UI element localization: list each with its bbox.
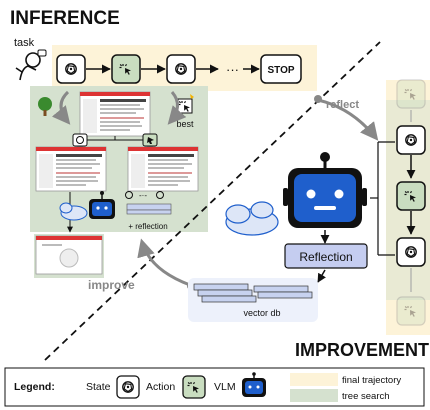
cloud-icon-large [225,201,279,236]
legend-vlm-icon [242,372,266,397]
reflection-note: + reflection [128,222,167,231]
legend-state-icon [116,375,140,399]
reflection-box: Reflection [284,243,368,269]
stop-node: STOP [260,54,302,84]
legend-tree-search-swatch [290,389,338,402]
task-label: task [14,37,35,49]
user-icon [15,49,47,81]
improve-label: improve [88,278,135,292]
legend-action-icon [182,375,206,399]
action-node-faded-top [396,79,426,109]
inference-title: INFERENCE [10,8,120,29]
state-node-2 [166,54,196,84]
pointer-click-icon [142,133,158,147]
vector-db-label: vector db [243,308,280,318]
reflection-box-label: Reflection [299,250,352,264]
legend-vlm-label: VLM [214,381,236,393]
svg-text:-·-: -·- [139,191,147,200]
action-node-right [396,181,426,211]
webpage-thumbnail-bottom [35,235,103,275]
webpage-thumbnail-left [35,146,107,192]
webpage-thumbnail-main [79,91,151,137]
state-node-right-1 [396,125,426,155]
divider-line [44,41,381,361]
reflect-arrow [317,98,379,141]
legend-action-label: Action [146,381,175,393]
action-node-1 [111,54,141,84]
action-node-faded-bottom [396,296,426,326]
state-node-1 [56,54,86,84]
vector-db: vector db [188,278,318,322]
legend-final-trajectory-label: final trajectory [342,375,401,386]
webpage-thumbnail-right [127,146,199,192]
ellipsis: ··· [226,62,239,77]
legend-title: Legend: [14,381,55,393]
trophy-icon: best [176,94,194,129]
legend-tree-search-label: tree search [342,391,390,402]
robot-icon-large [283,152,367,228]
legend-final-trajectory-swatch [290,373,338,386]
state-node-right-2 [396,237,426,267]
legend-state-label: State [86,381,111,393]
robot-icon [89,191,115,219]
improvement-title: IMPROVEMENT [295,340,429,360]
cloud-icon [59,202,88,221]
openai-logo-icon [72,133,88,147]
stop-label: STOP [267,65,294,76]
best-label: best [176,119,194,129]
tree-icon [38,97,52,116]
reflection-mini-chain: -·- [125,191,172,215]
reflect-label: reflect [326,99,359,111]
legend: Legend: State Action VLM final trajector… [4,367,425,407]
improve-arrow [137,238,191,287]
